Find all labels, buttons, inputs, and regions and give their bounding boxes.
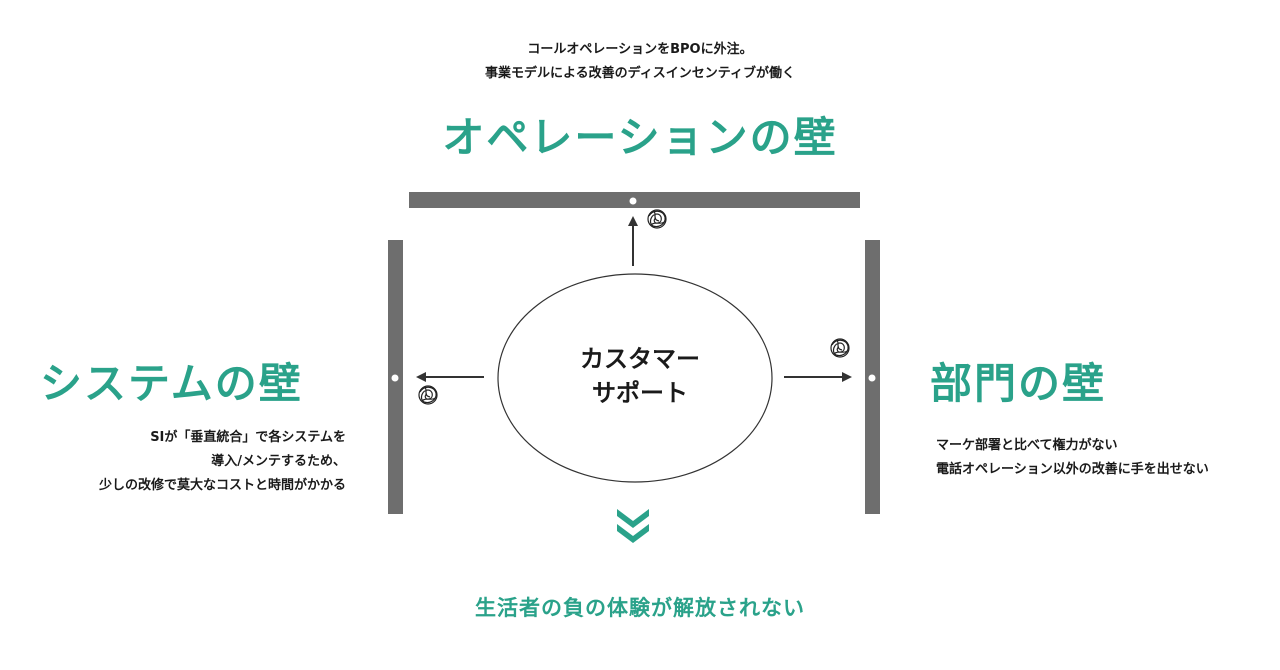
scribble-ball-left (418, 385, 438, 405)
system-impact-mark (391, 374, 399, 382)
system-wall-title: システムの壁 (40, 359, 303, 408)
scribble-ball-top (647, 209, 667, 229)
system-note-line-3: 少しの改修で莫大なコストと時間がかかる (98, 478, 346, 493)
system-note-line-2: 導入/メンテするため、 (211, 454, 346, 469)
department-note-line-1: マーケ部署と比べて権力がない (936, 438, 1118, 453)
scribble-ball-right (830, 338, 850, 358)
customer-support-label: カスタマー サポート (540, 342, 740, 410)
customer-support-ellipse (497, 273, 773, 483)
conclusion-text: 生活者の負の体験が解放されない (475, 596, 805, 620)
system-note-line-1: SIが「垂直統合」で各システムを (150, 430, 346, 445)
customer-support-line-1: カスタマー (580, 345, 700, 373)
customer-support-line-2: サポート (592, 379, 688, 407)
operation-note-line-2: 事業モデルによる改善のディスインセンティブが働く (485, 66, 795, 81)
department-impact-mark (868, 374, 876, 382)
department-note-line-2: 電話オペレーション以外の改善に手を出せない (936, 462, 1209, 477)
chevron-down-icon (617, 509, 649, 543)
operation-note-line-1: コールオペレーションをBPOに外注。 (527, 42, 753, 57)
system-wall-note: SIが「垂直統合」で各システムを 導入/メンテするため、 少しの改修で莫大なコス… (20, 426, 346, 498)
operation-wall-title: オペレーションの壁 (442, 113, 838, 162)
operation-impact-mark (629, 197, 637, 205)
operation-wall-note: コールオペレーションをBPOに外注。 事業モデルによる改善のディスインセンティブ… (340, 38, 940, 86)
department-wall-note: マーケ部署と比べて権力がない 電話オペレーション以外の改善に手を出せない (936, 434, 1276, 482)
department-wall-title: 部門の壁 (930, 359, 1107, 408)
